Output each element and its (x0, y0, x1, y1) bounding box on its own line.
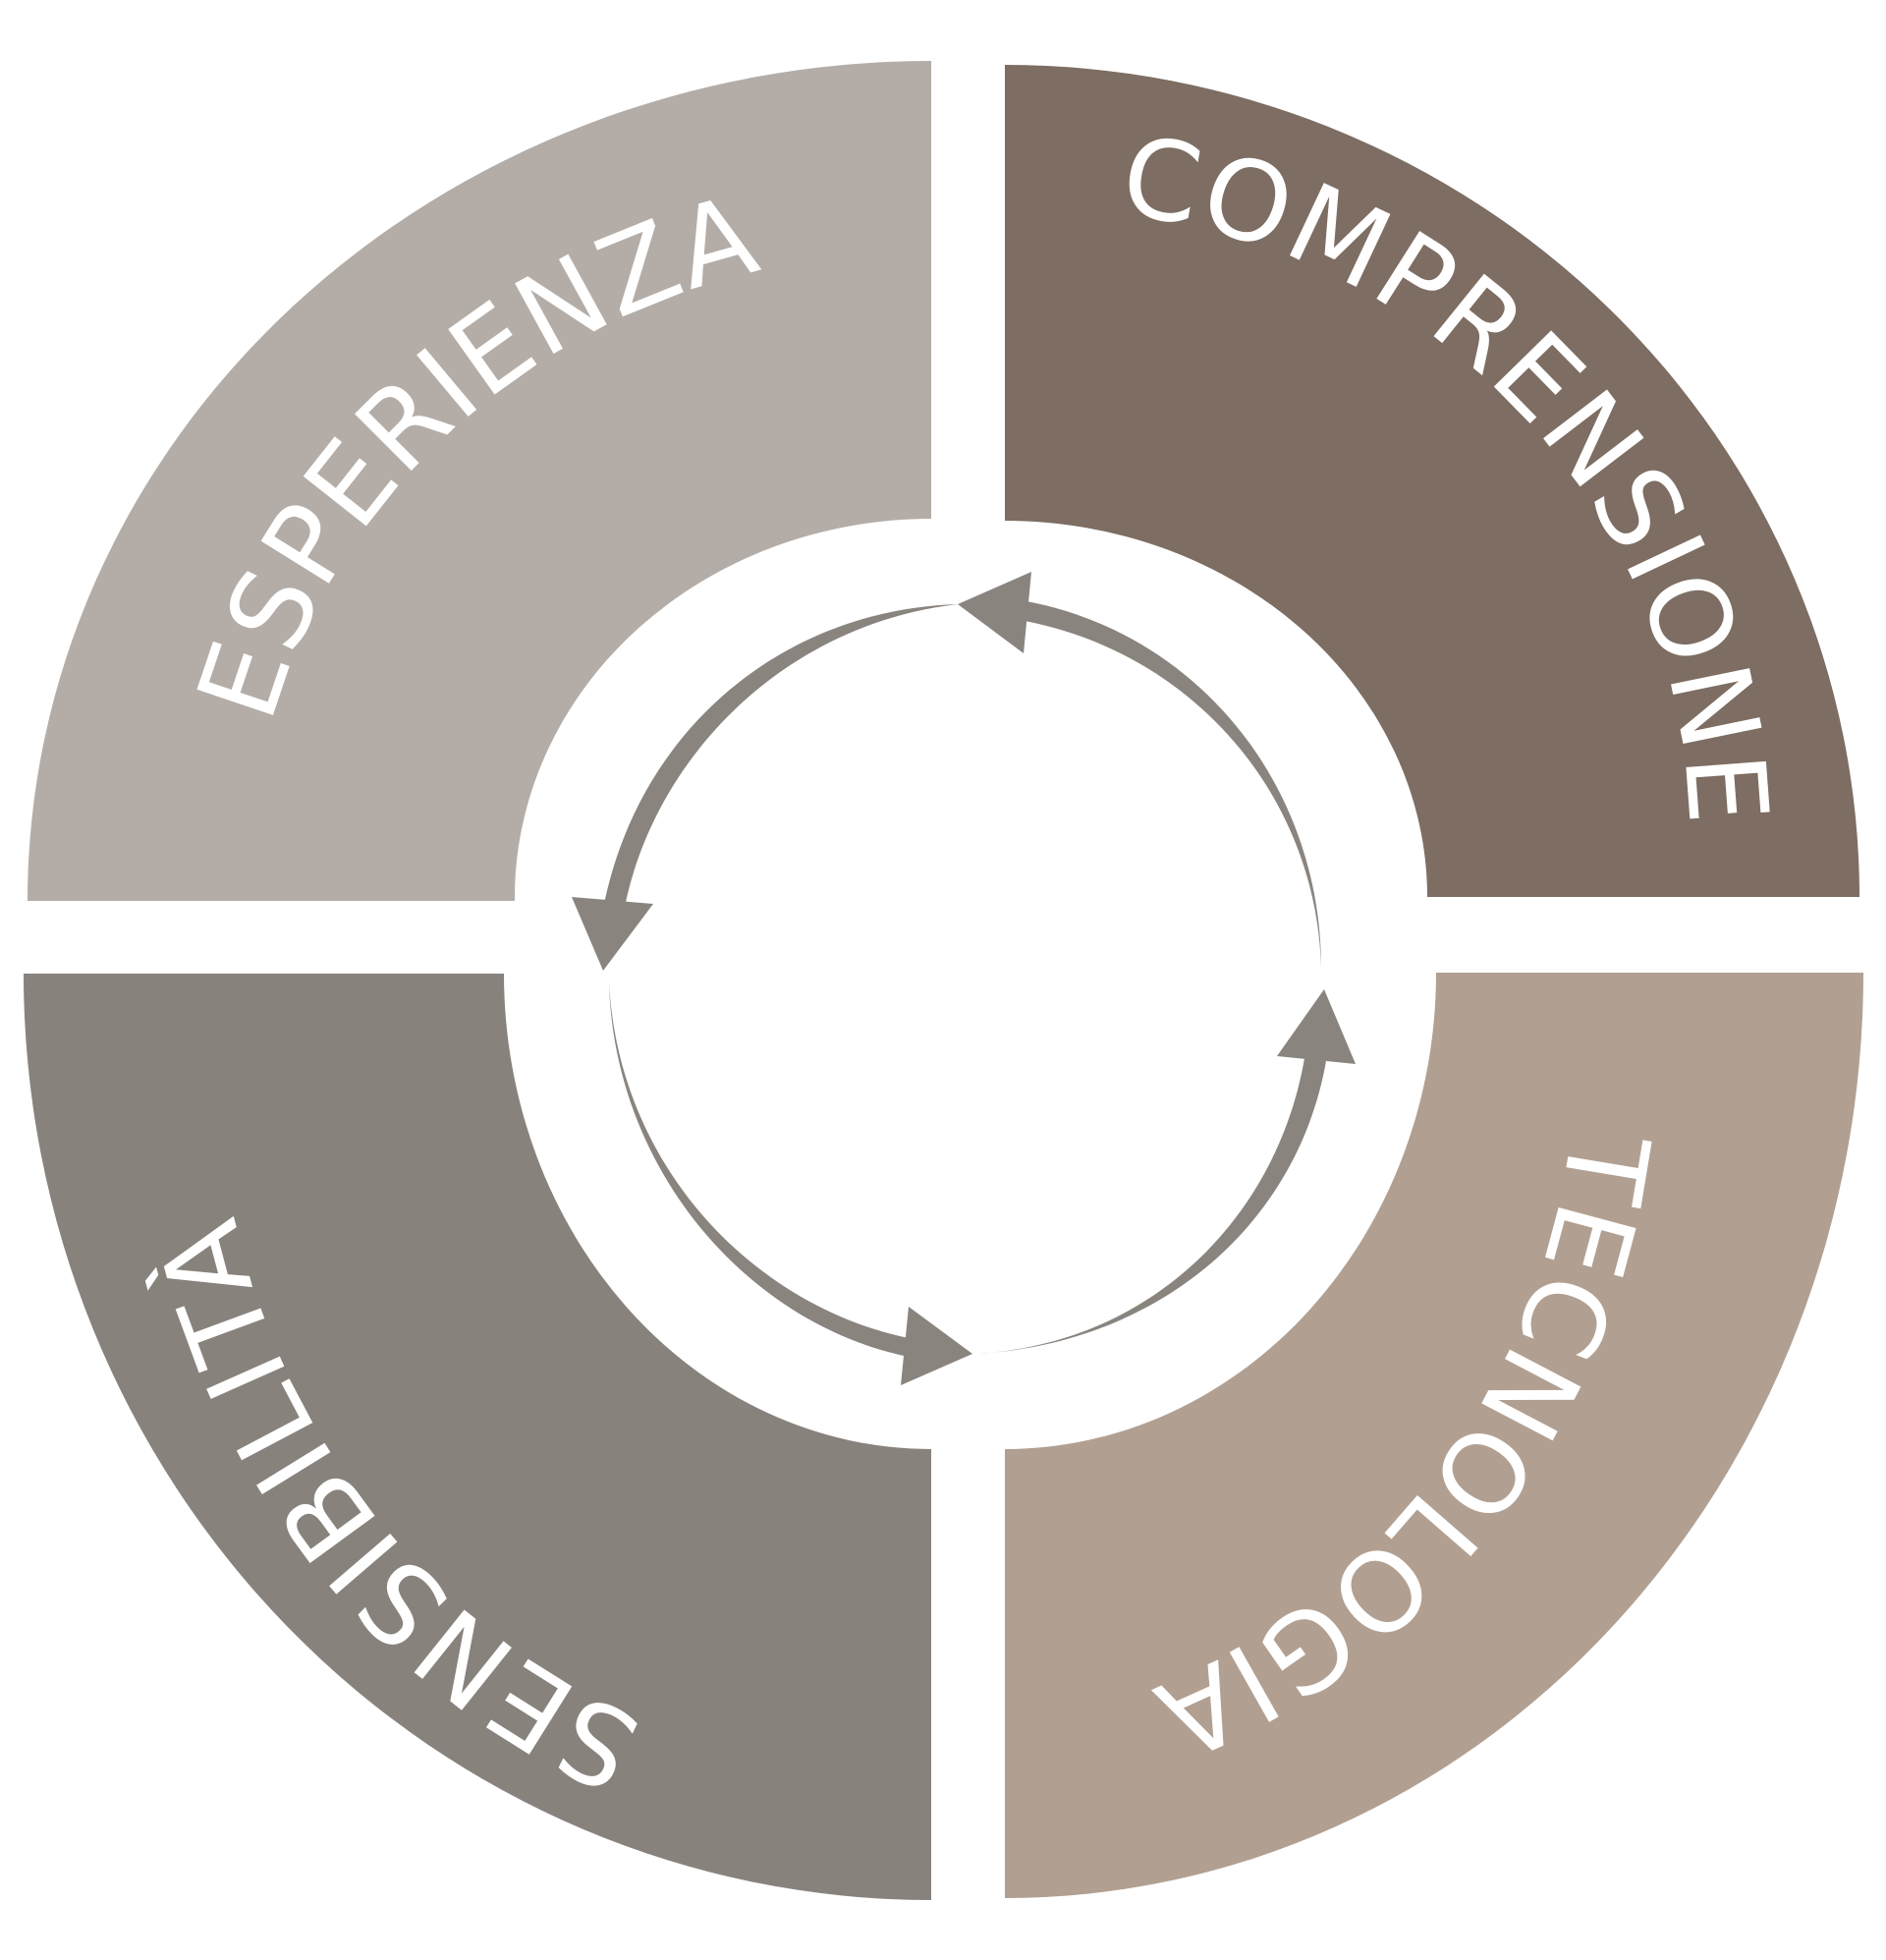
arrow-left-to-bottom-body (609, 982, 909, 1356)
arrow-right-to-top-body (1025, 601, 1321, 968)
arrow-top-head-icon (958, 572, 1031, 653)
cycle-arrows (572, 572, 1356, 1385)
segment-tecnologia (1005, 973, 1863, 1898)
segment-esperienza (28, 61, 931, 901)
arrow-left-head-icon (572, 897, 653, 971)
arrow-bottom-head-icon (901, 1307, 972, 1385)
segment-sensibilita (24, 974, 931, 1900)
arrow-bottom-to-right-body (972, 1058, 1326, 1354)
arrow-top-to-left-body (603, 604, 958, 912)
segment-comprensione (1005, 65, 1859, 897)
arrow-right-head-icon (1277, 989, 1356, 1064)
